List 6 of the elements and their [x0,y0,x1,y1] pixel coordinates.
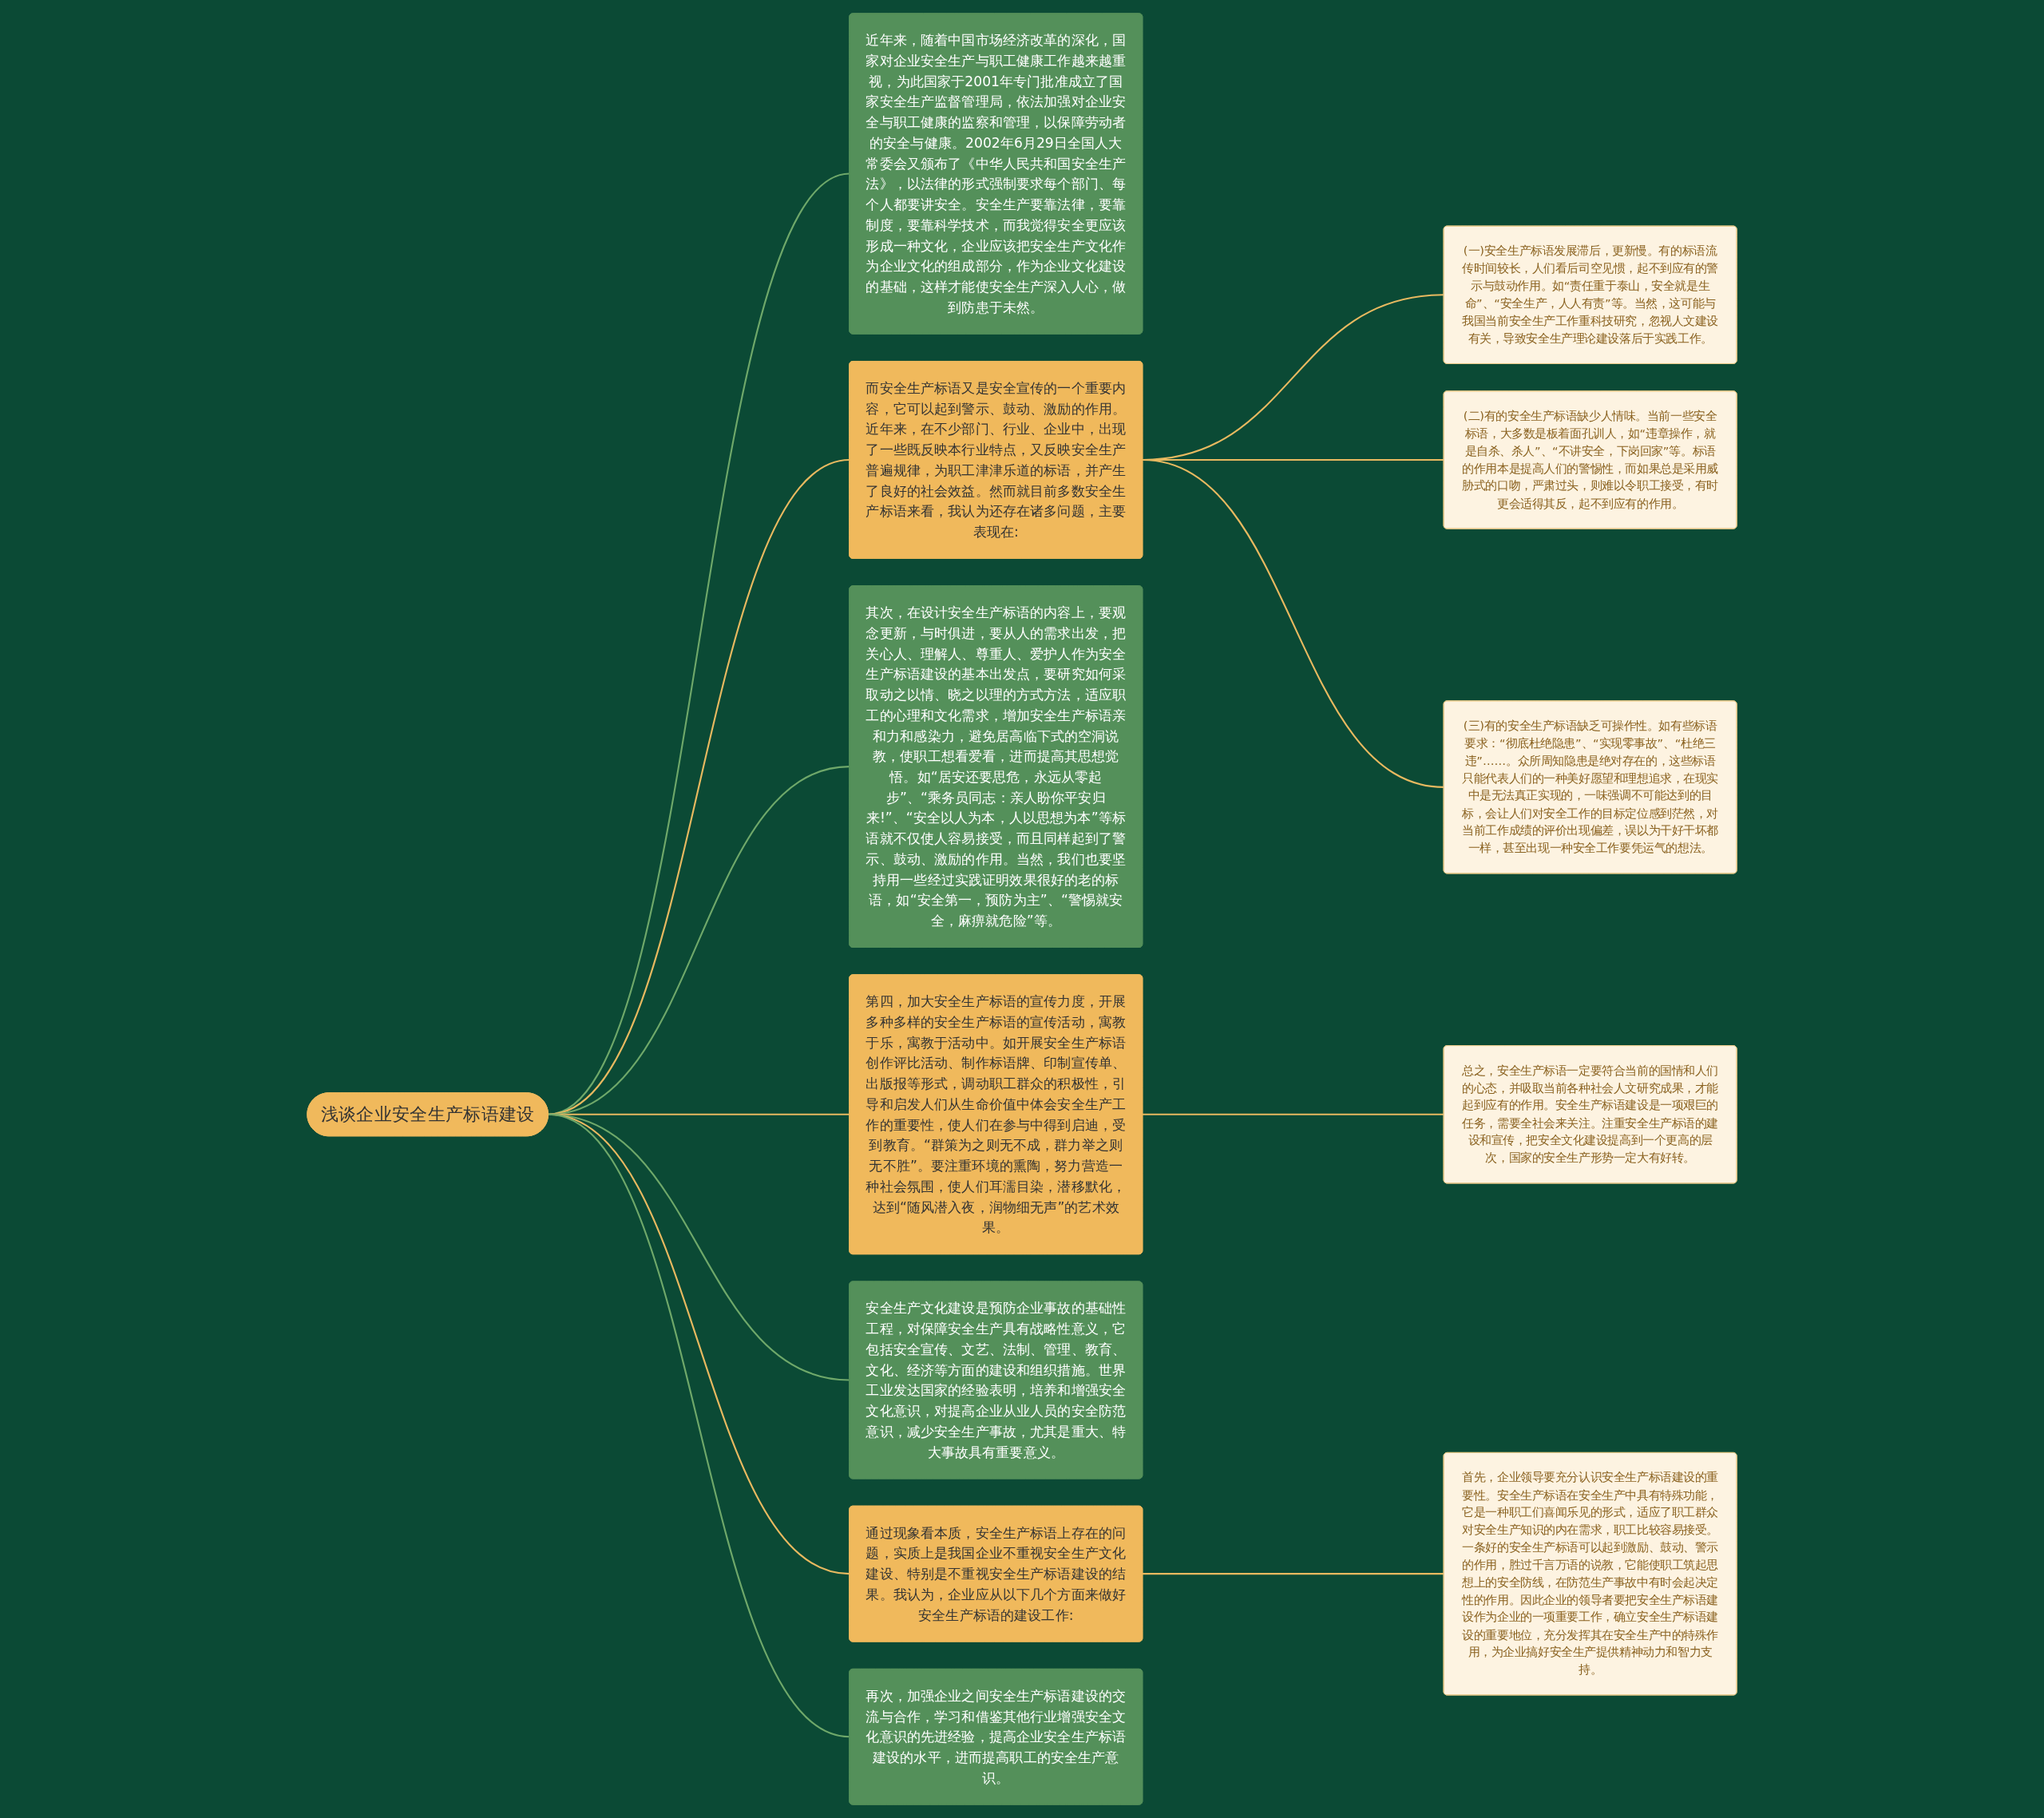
connector [1142,1113,1444,1115]
connector [547,172,850,1115]
connector [1142,1573,1444,1575]
connector [1142,458,1444,788]
connector [548,1113,850,1738]
connector [548,458,850,1115]
